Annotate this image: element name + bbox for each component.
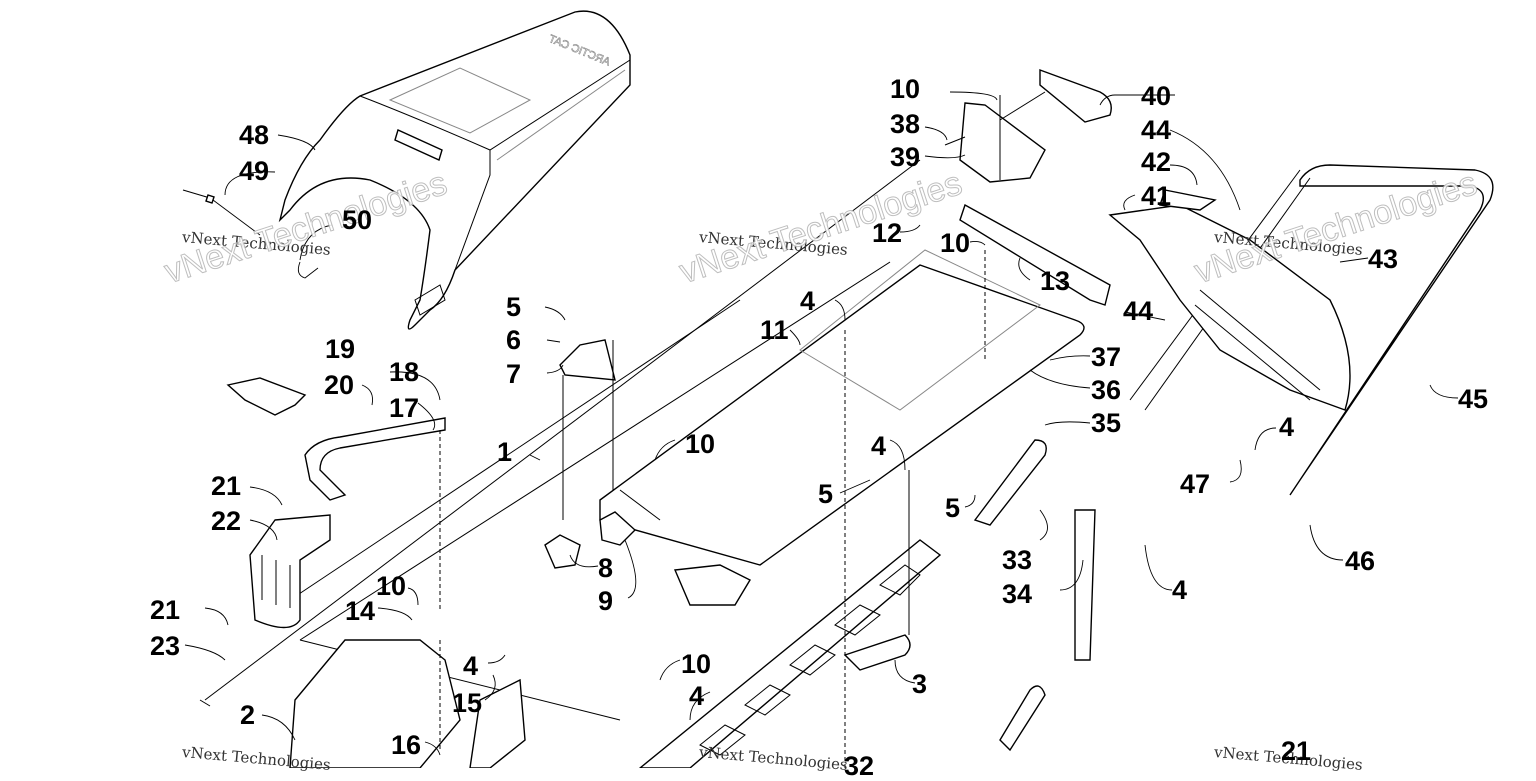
snowflap-part[interactable] bbox=[1108, 189, 1351, 411]
hitch-bracket-part[interactable] bbox=[544, 339, 751, 606]
callout-10[interactable]: 10 bbox=[890, 74, 921, 104]
callout-19[interactable]: 19 bbox=[325, 334, 356, 364]
callout-20[interactable]: 20 bbox=[324, 370, 355, 400]
callout-33[interactable]: 33 bbox=[1002, 545, 1033, 575]
callout-10[interactable]: 10 bbox=[940, 228, 971, 258]
leader-lines bbox=[184, 91, 1459, 768]
seat-part[interactable]: ARCTIC CAT bbox=[278, 10, 631, 330]
callout-7[interactable]: 7 bbox=[506, 359, 522, 389]
callout-23[interactable]: 23 bbox=[150, 631, 181, 661]
callout-50[interactable]: 50 bbox=[342, 205, 373, 235]
callout-21[interactable]: 21 bbox=[1281, 736, 1312, 766]
callout-11[interactable]: 11 bbox=[760, 315, 789, 345]
callout-48[interactable]: 48 bbox=[239, 120, 270, 150]
callout-5[interactable]: 5 bbox=[945, 493, 961, 523]
callout-38[interactable]: 38 bbox=[890, 109, 921, 139]
callout-45[interactable]: 45 bbox=[1458, 384, 1489, 414]
callout-8[interactable]: 8 bbox=[598, 553, 614, 583]
callout-15[interactable]: 15 bbox=[452, 688, 483, 718]
callout-41[interactable]: 41 bbox=[1141, 181, 1172, 211]
callout-5[interactable]: 5 bbox=[818, 479, 834, 509]
callout-4[interactable]: 4 bbox=[463, 651, 479, 681]
callout-39[interactable]: 39 bbox=[890, 142, 921, 172]
callout-16[interactable]: 16 bbox=[391, 730, 422, 760]
running-board-part[interactable] bbox=[638, 439, 1096, 768]
callout-21[interactable]: 21 bbox=[211, 471, 242, 501]
front-bracket-part[interactable] bbox=[226, 377, 526, 768]
callout-34[interactable]: 34 bbox=[1002, 579, 1033, 609]
callout-4[interactable]: 4 bbox=[871, 431, 887, 461]
callout-44[interactable]: 44 bbox=[1123, 296, 1154, 326]
callout-47[interactable]: 47 bbox=[1180, 469, 1211, 499]
callout-5[interactable]: 5 bbox=[506, 292, 522, 322]
callout-9[interactable]: 9 bbox=[598, 586, 614, 616]
callout-37[interactable]: 37 bbox=[1091, 342, 1122, 372]
callout-43[interactable]: 43 bbox=[1368, 244, 1399, 274]
callout-13[interactable]: 13 bbox=[1040, 266, 1071, 296]
taillight-bracket-part[interactable] bbox=[944, 68, 1112, 183]
callout-14[interactable]: 14 bbox=[345, 596, 376, 626]
callout-17[interactable]: 17 bbox=[389, 393, 420, 423]
callout-10[interactable]: 10 bbox=[376, 571, 407, 601]
callout-4[interactable]: 4 bbox=[800, 286, 816, 316]
callout-44[interactable]: 44 bbox=[1141, 115, 1172, 145]
callout-4[interactable]: 4 bbox=[1279, 412, 1295, 442]
callout-3[interactable]: 3 bbox=[912, 669, 928, 699]
callout-2[interactable]: 2 bbox=[240, 700, 256, 730]
callout-1[interactable]: 1 bbox=[497, 437, 513, 467]
callout-4[interactable]: 4 bbox=[689, 681, 705, 711]
callout-22[interactable]: 22 bbox=[211, 506, 242, 536]
callout-10[interactable]: 10 bbox=[681, 649, 712, 679]
rear-bracket-part[interactable] bbox=[959, 203, 1111, 306]
callout-18[interactable]: 18 bbox=[389, 357, 420, 387]
callout-46[interactable]: 46 bbox=[1345, 546, 1376, 576]
callout-12[interactable]: 12 bbox=[872, 218, 903, 248]
callout-4[interactable]: 4 bbox=[1172, 575, 1188, 605]
callout-35[interactable]: 35 bbox=[1091, 408, 1122, 438]
callout-40[interactable]: 40 bbox=[1141, 81, 1172, 111]
callout-42[interactable]: 42 bbox=[1141, 147, 1172, 177]
callout-6[interactable]: 6 bbox=[506, 325, 522, 355]
tunnel-part[interactable] bbox=[199, 159, 1085, 721]
seat-rivet-part[interactable] bbox=[182, 189, 319, 279]
callout-10[interactable]: 10 bbox=[685, 429, 716, 459]
callout-49[interactable]: 49 bbox=[239, 156, 270, 186]
callout-32[interactable]: 32 bbox=[844, 751, 875, 781]
callout-21[interactable]: 21 bbox=[150, 595, 181, 625]
callout-36[interactable]: 36 bbox=[1091, 375, 1122, 405]
